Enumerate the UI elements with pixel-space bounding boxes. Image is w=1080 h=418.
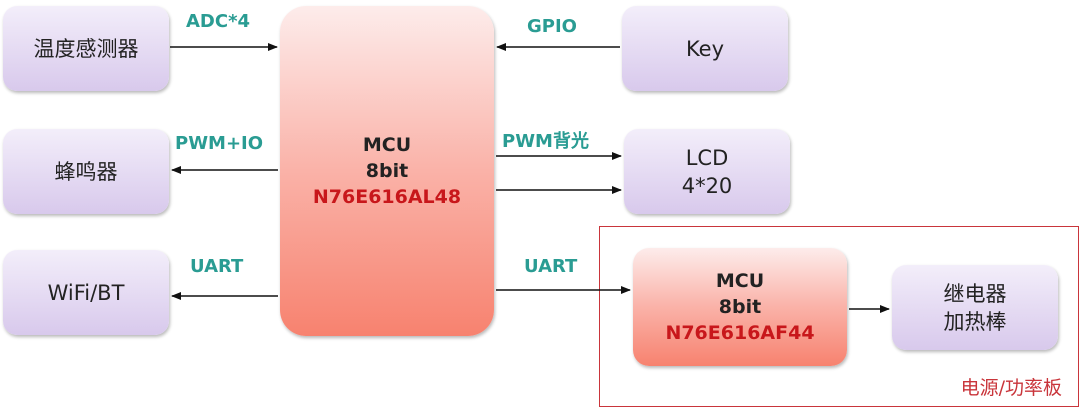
power-mcu-line1: MCU — [715, 270, 765, 292]
signal-gpio: GPIO — [527, 16, 577, 37]
signal-uart-left: UART — [190, 256, 244, 277]
relay-label-line1: 继电器 — [943, 281, 1007, 306]
main-mcu-line2: 8bit — [365, 160, 409, 182]
temp-sensor-label: 温度感测器 — [33, 36, 139, 61]
buzzer-block: 蜂鸣器 — [3, 129, 169, 214]
main-mcu-block: MCU 8bit N76E616AL48 — [280, 6, 494, 336]
signal-pwm-io: PWM+IO — [175, 133, 264, 154]
wifi-bt-block: WiFi/BT — [3, 250, 169, 335]
relay-label-line2: 加热棒 — [943, 309, 1007, 334]
main-mcu-line1: MCU — [362, 134, 412, 156]
lcd-label-line2: 4*20 — [681, 173, 733, 198]
wifi-bt-label: WiFi/BT — [47, 280, 125, 305]
temp-sensor-block: 温度感测器 — [3, 6, 169, 91]
main-mcu-part-number: N76E616AL48 — [312, 186, 462, 208]
buzzer-label: 蜂鸣器 — [54, 159, 118, 184]
key-block: Key — [622, 6, 788, 91]
power-mcu-block: MCU 8bit N76E616AF44 — [633, 248, 847, 366]
lcd-label-line1: LCD — [685, 145, 729, 170]
power-board-label: 电源/功率板 — [960, 377, 1062, 399]
relay-block: 继电器 加热棒 — [892, 265, 1058, 350]
key-label: Key — [685, 36, 725, 61]
power-mcu-part-number: N76E616AF44 — [665, 322, 815, 344]
signal-adc: ADC*4 — [186, 11, 251, 32]
signal-uart-right: UART — [524, 256, 578, 277]
power-mcu-line2: 8bit — [718, 296, 762, 318]
signal-pwm-backlight: PWM背光 — [502, 131, 589, 152]
lcd-block: LCD 4*20 — [624, 129, 790, 214]
power-board-region: 电源/功率板 — [599, 226, 1079, 407]
